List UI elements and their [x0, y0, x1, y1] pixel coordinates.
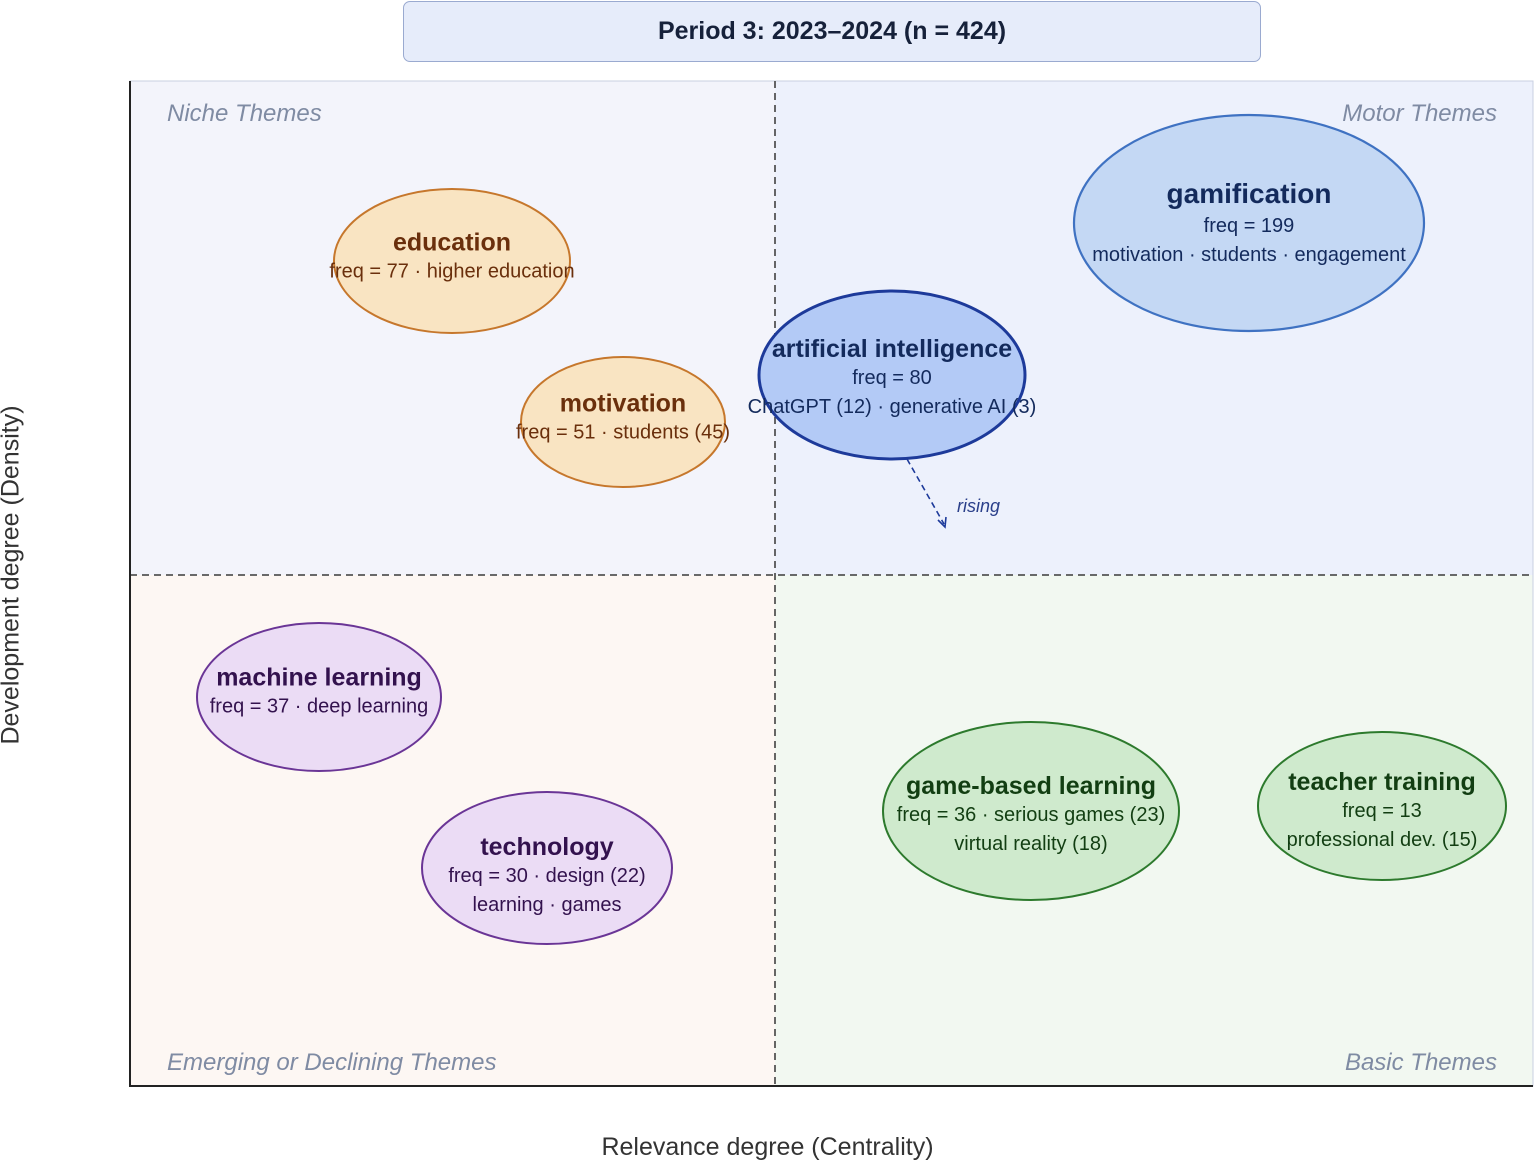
quadrant-label-emerging: Emerging or Declining Themes [167, 1049, 497, 1076]
theme-gamification: gamification freq = 199 motivation · stu… [1092, 176, 1406, 270]
theme-detail: virtual reality (18) [954, 833, 1108, 855]
theme-name: game-based learning [905, 772, 1157, 800]
theme-detail: freq = 37 · deep learning [209, 695, 429, 718]
theme-detail: ChatGPT (12) · generative AI (3) [747, 396, 1037, 418]
theme-detail: motivation · students · engagement [1092, 244, 1406, 266]
y-axis-label: Development degree (Density) [0, 405, 25, 745]
theme-name: teacher training [1288, 768, 1476, 796]
theme-detail: freq = 36 · serious games (23) [896, 804, 1166, 826]
theme-machine-learning: machine learning freq = 37 · deep learni… [210, 663, 429, 722]
quadrant-label-basic: Basic Themes [1344, 1049, 1497, 1076]
rising-annotation: rising [957, 496, 1001, 516]
period-title: Period 3: 2023–2024 (n = 424) [403, 1, 1261, 62]
theme-detail: freq = 51 · students (45) [515, 421, 731, 444]
theme-detail: freq = 199 [1203, 215, 1295, 237]
theme-game-based-learning: game-based learning freq = 36 · serious … [897, 771, 1165, 859]
theme-name: gamification [1166, 178, 1332, 209]
theme-education: education freq = 77 · higher education [329, 228, 574, 287]
ellipse-gamification [1072, 113, 1426, 333]
theme-detail: freq = 30 · design (22) [448, 865, 646, 887]
theme-name: education [392, 228, 512, 257]
ellipse-teacher-training [1257, 731, 1507, 881]
quadrant-label-niche: Niche Themes [167, 100, 322, 127]
ellipse-machine-learning [196, 622, 442, 772]
theme-technology: technology freq = 30 · design (22) learn… [448, 832, 645, 920]
theme-detail: learning · games [472, 894, 622, 916]
theme-motivation: motivation freq = 51 · students (45) [516, 389, 730, 448]
rising-arrow-line [906, 458, 945, 525]
ellipse-game-based-learning [882, 721, 1180, 901]
theme-detail: professional dev. (15) [1286, 829, 1478, 851]
ellipse-education [333, 188, 571, 334]
theme-detail: freq = 77 · higher education [329, 260, 575, 283]
theme-name: artificial intelligence [771, 335, 1013, 363]
theme-name: machine learning [216, 663, 422, 692]
theme-name: technology [480, 833, 614, 861]
theme-detail: freq = 80 [852, 367, 932, 389]
theme-detail: freq = 13 [1342, 800, 1422, 822]
rising-arrow-head [937, 516, 947, 529]
x-axis-label: Relevance degree (Centrality) [601, 1133, 934, 1161]
ellipse-artificial-intelligence [757, 289, 1027, 461]
theme-name: motivation [559, 389, 687, 418]
theme-teacher-training: teacher training freq = 13 professional … [1287, 767, 1478, 855]
ellipse-technology [421, 791, 673, 945]
theme-artificial-intelligence: artificial intelligence freq = 80 ChatGP… [748, 334, 1037, 422]
ellipse-motivation [520, 356, 726, 488]
quadrant-label-motor: Motor Themes [1342, 100, 1497, 127]
